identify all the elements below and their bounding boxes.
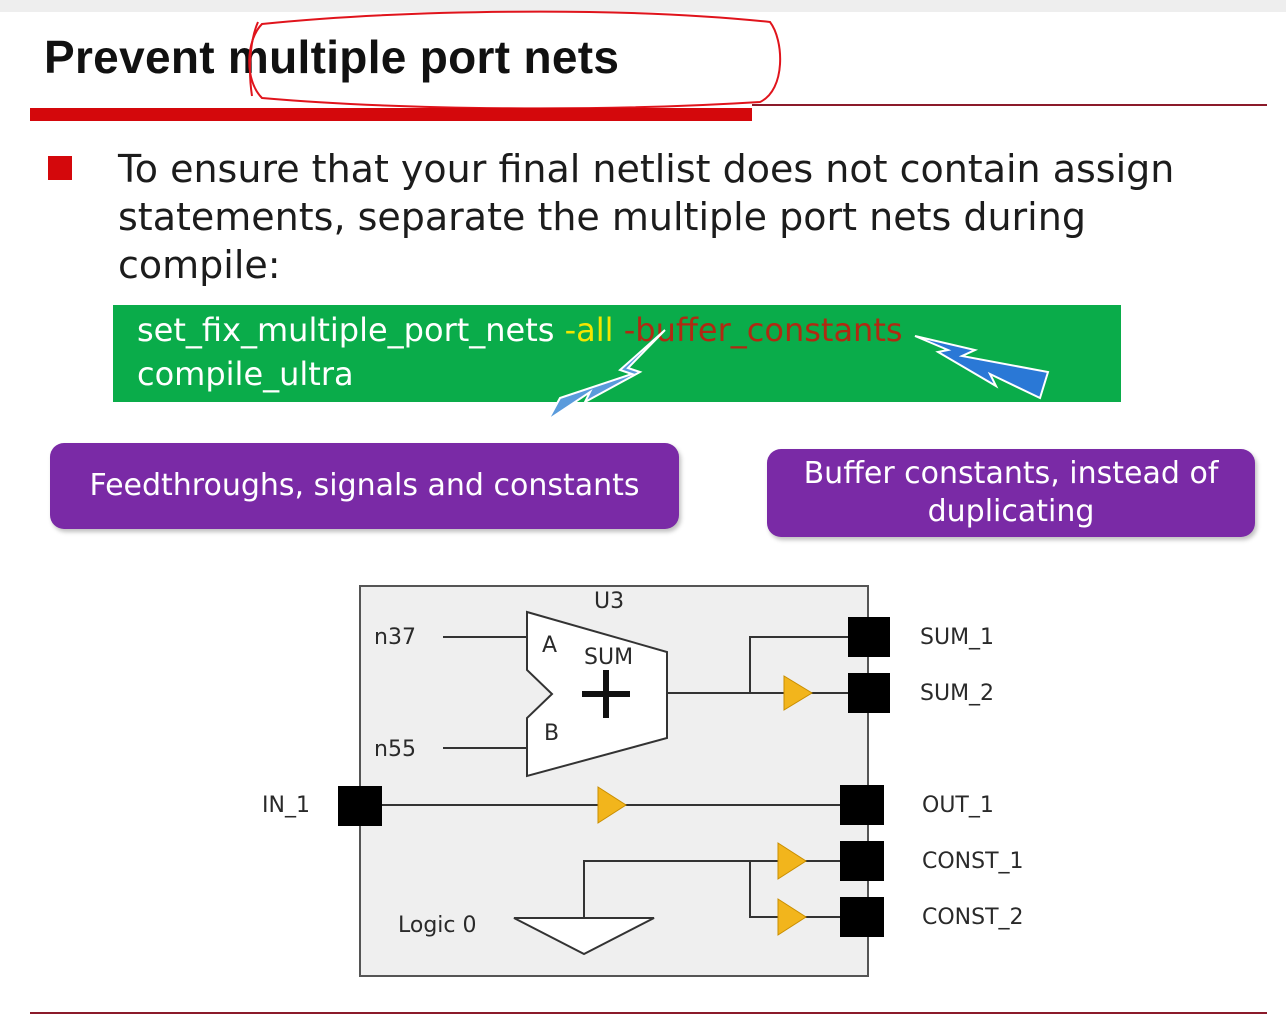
port-label-const-1: CONST_1 — [922, 849, 1024, 874]
lightning-bolt-right-icon — [914, 335, 1050, 400]
top-strip — [0, 0, 1286, 12]
buffer-const-2-icon — [777, 898, 807, 936]
lightning-bolt-left-icon — [547, 329, 666, 421]
buffer-const-1-icon — [777, 842, 807, 880]
port-out-1 — [840, 785, 884, 825]
port-label-const-2: CONST_2 — [922, 905, 1024, 930]
title-underline — [30, 108, 752, 121]
port-const-1 — [840, 841, 884, 881]
plus-icon — [582, 670, 630, 718]
net-label-n55: n55 — [374, 737, 416, 762]
code-option-all: -all — [564, 311, 614, 349]
port-sum-1 — [848, 617, 890, 657]
lightning-arrows — [547, 329, 1050, 421]
logic-0-label: Logic 0 — [398, 913, 477, 938]
port-const-2 — [840, 897, 884, 937]
callout-buffer-constants: Buffer constants, instead of duplicating — [767, 449, 1255, 537]
code-command: set_fix_multiple_port_nets — [137, 311, 565, 349]
callout-feedthroughs: Feedthroughs, signals and constants — [50, 443, 679, 529]
bullet-text: To ensure that your final netlist does n… — [118, 147, 1175, 287]
adder-input-a: A — [542, 633, 557, 658]
callout-buffer-line-1: Buffer constants, instead of — [803, 456, 1219, 491]
port-label-in-1: IN_1 — [262, 793, 310, 818]
bullet-square-icon — [48, 156, 72, 180]
callout-buffer-line-2: duplicating — [927, 494, 1095, 529]
title-rule — [752, 104, 1267, 106]
code-line-1: set_fix_multiple_port_nets -all -buffer_… — [137, 311, 903, 349]
buffer-out-1-icon — [597, 786, 627, 824]
adder-output-label: SUM — [584, 645, 633, 670]
port-in-1 — [338, 786, 382, 826]
code-option-buffer-constants: -buffer_constants — [613, 311, 903, 349]
slide-title: Prevent multiple port nets — [44, 31, 620, 83]
adder-input-b: B — [544, 721, 559, 746]
block-label: U3 — [594, 589, 624, 614]
footer-rule — [30, 1012, 1267, 1014]
net-label-n37: n37 — [374, 625, 416, 650]
port-sum-2 — [848, 673, 890, 713]
port-label-out-1: OUT_1 — [922, 793, 994, 818]
code-line-2: compile_ultra — [137, 355, 354, 393]
port-label-sum-2: SUM_2 — [920, 681, 994, 706]
hand-drawn-circle-annotation — [248, 10, 782, 110]
port-label-sum-1: SUM_1 — [920, 625, 994, 650]
buffer-sum-2-icon — [783, 675, 813, 711]
